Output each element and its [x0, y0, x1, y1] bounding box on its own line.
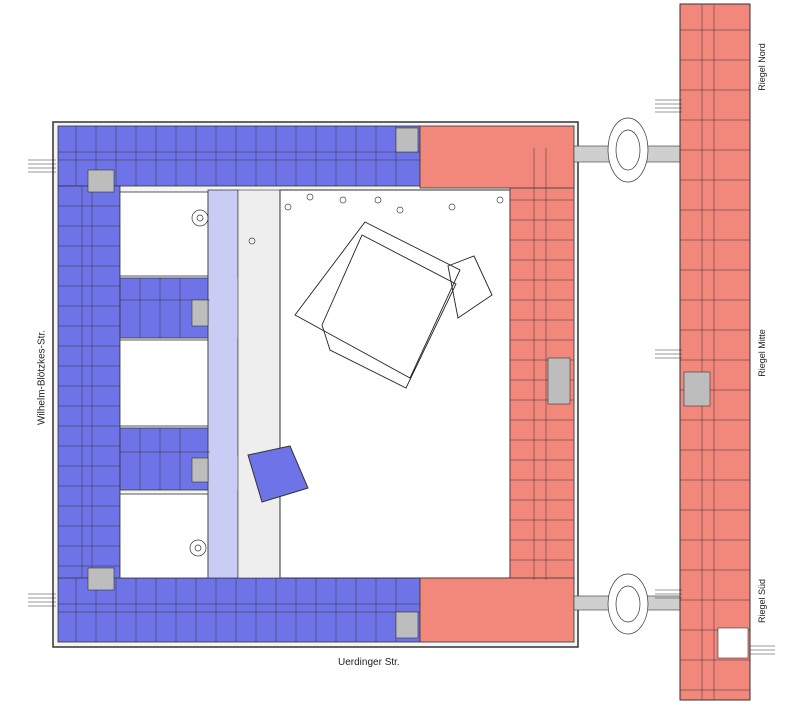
room-grid-west [58, 186, 120, 578]
red-se-block [419, 577, 575, 643]
red-ne-block [419, 125, 575, 189]
room-grid-east [510, 148, 574, 580]
courtyard-columns [248, 193, 504, 245]
wing-label-sued: Riegel Süd [757, 578, 767, 624]
spiral-stairs [189, 209, 209, 557]
entrance-markers [28, 99, 775, 655]
wing-label-nord: Riegel Nord [757, 43, 767, 91]
room-grid-south [58, 578, 420, 642]
street-label-west: Wilhelm-Blötzkes-Str. [36, 330, 48, 426]
courtyard-2 [119, 339, 209, 427]
wing-label-mitte: Riegel Mitte [757, 329, 767, 377]
blue-pavilion [247, 445, 309, 503]
central-courtyard [279, 189, 511, 579]
riegel-stairwell [683, 371, 711, 407]
sculpture-outline-3 [447, 255, 493, 319]
sculpture-outline-2 [321, 234, 457, 389]
riegel-stairwell-south [717, 627, 749, 659]
stairwells [87, 127, 571, 639]
room-grid-north [58, 126, 420, 186]
blue-west-strip [57, 185, 121, 581]
room-grid-riegel [680, 4, 750, 700]
riegel-wing [679, 3, 751, 701]
street-label-south: Uerdinger Str. [338, 657, 400, 668]
blue-north-strip [57, 125, 421, 187]
central-hall [237, 189, 281, 579]
courtyard-1 [119, 191, 209, 277]
bridge-rotundas [607, 117, 649, 635]
courtyard-3 [119, 493, 209, 579]
bridges [573, 145, 681, 611]
sculpture-outline-1 [294, 221, 461, 379]
